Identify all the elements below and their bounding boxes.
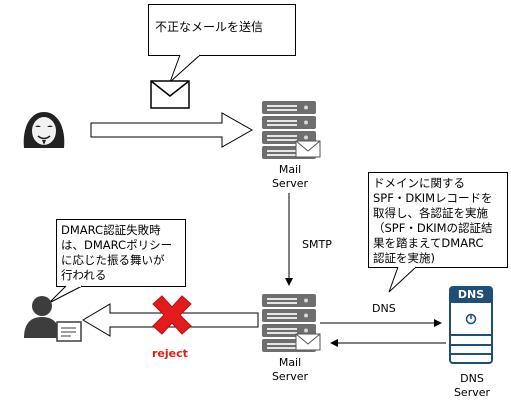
dns-note-line: SPF・DKIMレコードを: [373, 191, 493, 205]
dns-note-callout: ドメインに関する SPF・DKIMレコードを 取得し、各認証を実施 （SPF・D…: [368, 172, 508, 268]
dns-note-line: ドメインに関する: [373, 176, 465, 190]
reject-x-icon: [152, 295, 192, 335]
sender-server-label-line2: Server: [271, 177, 309, 190]
dns-note-line: 果を踏まえてDMARC: [373, 236, 484, 250]
attacker-callout-pointer: [169, 54, 201, 83]
recipient-user-icon: [24, 296, 82, 342]
receiver-server-label-line1: Mail: [278, 356, 302, 369]
dns-server-icon: [449, 286, 493, 364]
recipient-note-line: DMARC認証失敗時: [61, 223, 161, 237]
dns-note-line: 認証を実施): [373, 251, 435, 265]
recipient-note-callout: DMARC認証失敗時 は、DMARCポリシー に応じた振る舞いが 行われる: [56, 219, 186, 287]
sender-server-label-line1: Mail: [278, 163, 302, 176]
smtp-label: SMTP: [302, 238, 332, 251]
send-block-arrow: [90, 112, 254, 148]
sender-server-label: Mail Server: [264, 163, 316, 191]
attacker-note-callout: 不正なメールを送信: [148, 4, 296, 56]
dns-server-label-line2: Server: [453, 386, 491, 399]
receiver-server-icon: [261, 293, 321, 353]
receiver-server-label-line2: Server: [271, 370, 309, 383]
dns-note-line: 取得し、各認証を実施: [373, 206, 488, 220]
attacker-note-text: 不正なメールを送信: [155, 20, 264, 34]
dns-callout-pointer: [388, 266, 417, 293]
dns-note-line: （SPF・DKIMの認証結: [373, 221, 493, 235]
dns-server-label: DNS Server: [446, 372, 498, 400]
dns-server-label-line1: DNS: [460, 372, 484, 385]
dns-badge-label: DNS: [457, 288, 485, 301]
hacker-icon: [23, 112, 65, 148]
recipient-note-line: 行われる: [61, 268, 107, 282]
recipient-note-line: に応じた振る舞いが: [61, 253, 165, 267]
recipient-callout-pointer: [48, 285, 83, 304]
envelope-icon: [150, 80, 190, 109]
receiver-server-label: Mail Server: [264, 356, 316, 384]
reject-label: reject: [152, 347, 188, 360]
dns-query-label: DNS: [372, 302, 396, 315]
recipient-note-line: は、DMARCポリシー: [61, 238, 173, 252]
sender-server-icon: [261, 100, 321, 160]
